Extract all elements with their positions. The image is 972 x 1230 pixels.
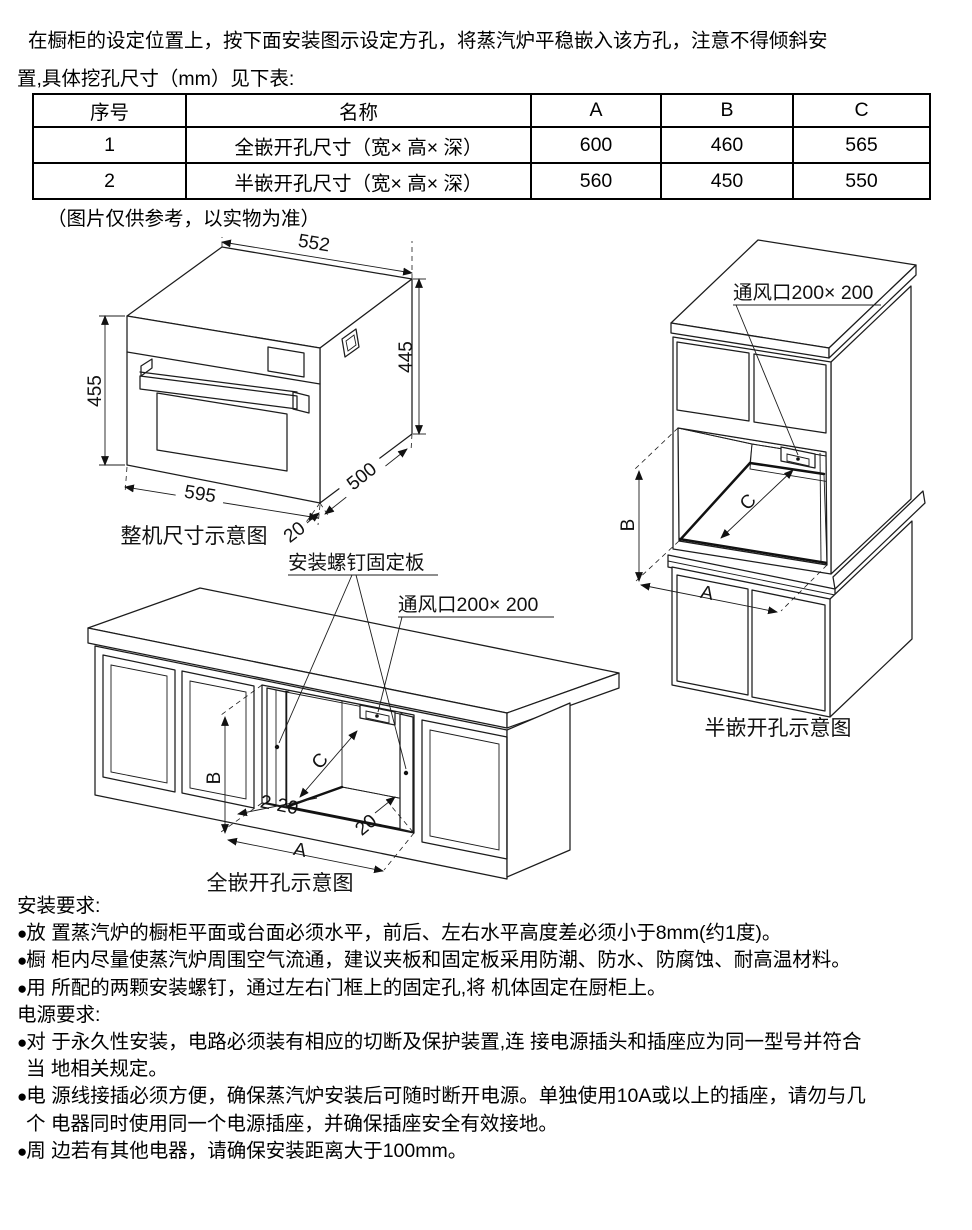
install-item-text: 放 置蒸汽炉的橱柜平面或台面必须水平，前后、左右水平高度差必须小于8mm(约1度…: [26, 922, 782, 945]
oven-diagram-caption: 整机尺寸示意图: [121, 525, 268, 548]
power-item: ●对 于永久性安装，电路必须装有相应的切断及保护装置,连 接电源插头和插座应为同…: [17, 1029, 967, 1056]
dim-445: 445: [396, 341, 417, 373]
half-recess-diagram: B A C 通风口200× 200 半嵌开孔示意图: [618, 239, 926, 740]
power-item-text: 电 源线接插必须方便，确保蒸汽炉安装后可随时断开电源。单独使用10A或以上的插座…: [26, 1085, 866, 1108]
bullet-icon: ●: [17, 1033, 28, 1053]
intro-line-1: 在橱柜的设定位置上，按下面安装图示设定方孔，将蒸汽炉平稳嵌入该方孔，注意不得倾斜…: [28, 30, 828, 52]
intro-line-2: 置,具体挖孔尺寸（mm）见下表:: [17, 68, 295, 90]
header-index: 序号: [32, 93, 187, 128]
dim-b: B: [618, 519, 639, 532]
dim-455: 455: [85, 375, 106, 407]
bullet-icon: ●: [17, 978, 28, 998]
install-item: ●放 置蒸汽炉的橱柜平面或台面必须水平，前后、左右水平高度差必须小于8mm(约1…: [17, 920, 967, 947]
install-title: 安装要求:: [17, 895, 101, 917]
vent-label: 通风口200× 200: [733, 282, 874, 304]
cell-b: 460: [660, 126, 794, 164]
oven-dimension-diagram: 552 455 445 595 500 20 整机尺寸示意图: [85, 231, 426, 548]
power-title: 电源要求:: [17, 1003, 101, 1026]
cell-index: 1: [32, 126, 187, 164]
counter-outline: [87, 587, 620, 880]
half-recess-caption: 半嵌开孔示意图: [705, 717, 852, 740]
dim-a: A: [292, 839, 309, 862]
power-item-text: 周 边若有其他电器，请确保安装距离大于100mm。: [26, 1139, 468, 1162]
full-recess-labels: 安装螺钉固定板 通风口200× 200: [278, 552, 554, 770]
table-row: 1 全嵌开孔尺寸（宽× 高× 深） 600 460 565: [32, 126, 931, 164]
cell-name: 半嵌开孔尺寸（宽× 高× 深）: [185, 162, 532, 200]
install-item: ●橱 柜内尽量使蒸汽炉周围空气流通，建议夹板和固定板采用防潮、防水、防腐蚀、耐高…: [17, 947, 967, 974]
dim-552: 552: [297, 231, 332, 257]
install-item-text: 用 所配的两颗安装螺钉，通过左右门框上的固定孔,将 机体固定在厨柜上。: [26, 976, 667, 999]
spec-table: 序号 名称 A B C 1 全嵌开孔尺寸（宽× 高× 深） 600 460 56…: [32, 93, 931, 200]
power-item-text: 对 于永久性安装，电路必须装有相应的切断及保护装置,连 接电源插头和插座应为同一…: [26, 1031, 862, 1054]
dim-a: A: [699, 582, 716, 605]
requirements-section: 安装要求: ●放 置蒸汽炉的橱柜平面或台面必须水平，前后、左右水平高度差必须小于…: [17, 893, 967, 1165]
dim-b: B: [204, 772, 225, 785]
header-c: C: [792, 93, 931, 128]
vent-label: 通风口200× 200: [398, 594, 539, 616]
dim-595: 595: [183, 482, 218, 508]
full-recess-caption: 全嵌开孔示意图: [207, 872, 354, 895]
table-header-row: 序号 名称 A B C: [32, 93, 931, 128]
screw-plate-label: 安装螺钉固定板: [288, 552, 425, 574]
cell-c: 565: [792, 126, 931, 164]
half-recess-labels: 通风口200× 200: [733, 282, 881, 456]
cell-c: 550: [792, 162, 931, 200]
install-item: ●用 所配的两颗安装螺钉，通过左右门框上的固定孔,将 机体固定在厨柜上。: [17, 975, 967, 1002]
bullet-icon: ●: [17, 1141, 28, 1161]
full-recess-diagram: B A C 2-20 20 安装螺钉固定板 通风口200× 200 全嵌开孔示意…: [87, 552, 620, 895]
power-item: ●周 边若有其他电器，请确保安装距离大于100mm。: [17, 1138, 967, 1165]
header-name: 名称: [185, 93, 532, 128]
recess-opening: [261, 684, 415, 834]
oven-dimension-lines: 552 455 445 595 500 20: [85, 231, 426, 548]
bullet-icon: ●: [17, 924, 28, 944]
dim-20: 20: [280, 518, 310, 548]
cell-index: 2: [32, 162, 187, 200]
cell-a: 600: [530, 126, 662, 164]
power-item: ●电 源线接插必须方便，确保蒸汽炉安装后可随时断开电源。单独使用10A或以上的插…: [17, 1083, 967, 1110]
reference-note: （图片仅供参考，以实物为准）: [47, 208, 321, 230]
install-item-text: 橱 柜内尽量使蒸汽炉周围空气流通，建议夹板和固定板采用防潮、防水、防腐蚀、耐高温…: [26, 949, 851, 972]
table-row: 2 半嵌开孔尺寸（宽× 高× 深） 560 450 550: [32, 162, 931, 200]
power-item-continuation: 个 电器同时使用同一个电源插座，并确保插座安全有效接地。: [26, 1112, 558, 1135]
cell-b: 450: [660, 162, 794, 200]
header-a: A: [530, 93, 662, 128]
power-item-continuation: 当 地相关规定。: [26, 1058, 168, 1081]
tall-cabinet-base: [667, 490, 926, 718]
intro-paragraph: 在橱柜的设定位置上，按下面安装图示设定方孔，将蒸汽炉平稳嵌入该方孔，注意不得倾斜…: [17, 22, 957, 98]
cell-name: 全嵌开孔尺寸（宽× 高× 深）: [185, 126, 532, 164]
bullet-icon: ●: [17, 951, 28, 971]
header-b: B: [660, 93, 794, 128]
half-recess-opening: [677, 427, 828, 566]
cell-a: 560: [530, 162, 662, 200]
bullet-icon: ●: [17, 1087, 28, 1107]
